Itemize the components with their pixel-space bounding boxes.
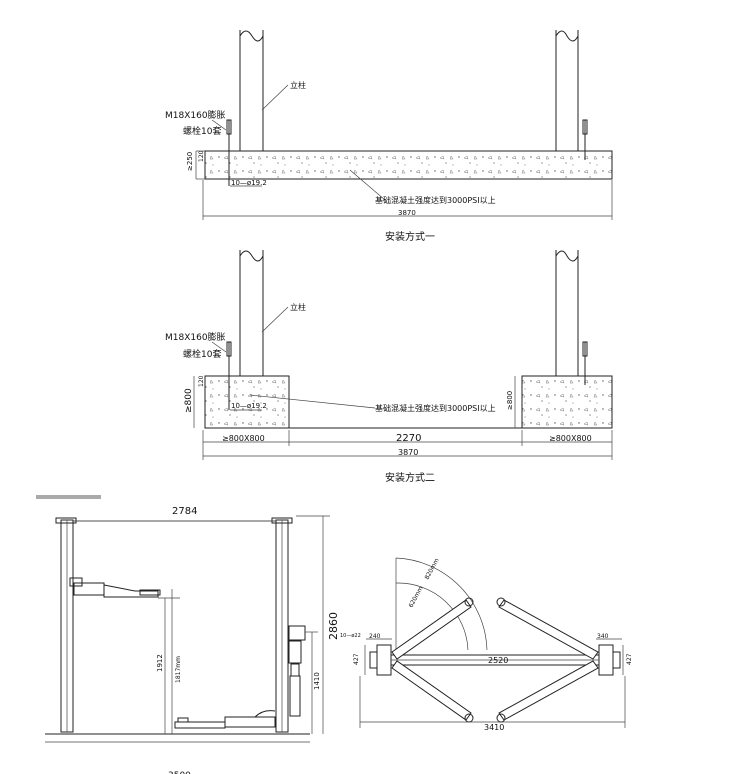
section-divider [36, 495, 101, 499]
front-dim-1912: 1912 [156, 654, 164, 672]
m2-dim-hole: 10—ø19.2 [231, 402, 267, 410]
top-dim-2520: 2520 [488, 656, 508, 665]
m2-bolt-label-1: M18X160膨胀 [165, 331, 226, 343]
m2-dim-small: 120 [198, 375, 205, 387]
m2-dim-depth-right: ≥800 [506, 391, 514, 410]
top-dim-427-right: 427 [626, 653, 633, 665]
left-anchor-bolt-2 [226, 341, 232, 410]
m2-dim-mid: 2270 [396, 433, 421, 444]
top-dim-340: 340 [597, 633, 609, 640]
front-dim-height: 2860 [327, 612, 340, 640]
front-dim-bottom: 3500 [168, 771, 191, 774]
m2-column-label: 立柱 [290, 302, 306, 312]
concrete-slab [204, 150, 613, 180]
top-dim-427-left: 427 [353, 653, 360, 665]
front-dim-1410: 1410 [313, 672, 321, 690]
top-dim-10: 10—ø22 [340, 633, 361, 639]
front-lower-arm [174, 710, 276, 729]
left-concrete-pad [204, 375, 290, 429]
m2-dim-total: 3870 [398, 448, 418, 457]
right-concrete-pad [521, 375, 613, 429]
left-anchor-bolt [226, 119, 232, 186]
m1-dim-small: 120 [198, 150, 205, 162]
m2-concrete-label: 基础混凝土强度达到3000PSI以上 [375, 403, 496, 413]
method-2-drawing [193, 250, 613, 460]
top-dim-240: 240 [369, 633, 381, 640]
top-arm-upper-left [391, 597, 474, 660]
right-column [555, 30, 579, 151]
m1-dim-hole: 10—ø19.2 [231, 179, 267, 187]
m1-dim-depth: ≥250 [186, 152, 194, 171]
m2-dim-pad-left: ≥800X800 [222, 434, 265, 443]
m2-bolt-label-2: 螺栓10套 [183, 348, 221, 360]
m2-dim-depth-left: ≥800 [184, 388, 194, 413]
front-dim-width: 2784 [172, 506, 197, 517]
m2-dim-pad-right: ≥800X800 [549, 434, 592, 443]
m1-title: 安装方式一 [385, 230, 435, 243]
top-view-drawing [359, 557, 626, 728]
right-anchor-bolt-2 [582, 341, 588, 385]
top-left-post [376, 644, 392, 676]
left-column [239, 30, 264, 151]
top-arm-lower-left [391, 660, 474, 723]
top-dim-3410: 3410 [484, 723, 504, 732]
top-arm-lower-right [496, 660, 599, 723]
left-column-2 [239, 250, 264, 376]
m1-dim-total: 3870 [398, 209, 416, 217]
front-power-unit [288, 625, 306, 717]
m1-bolt-label-2: 螺栓10套 [183, 125, 221, 137]
right-column-2 [555, 250, 579, 376]
right-anchor-bolt [582, 119, 588, 160]
front-dim-1817: 1817mm [175, 656, 182, 683]
m1-column-label: 立柱 [290, 80, 306, 90]
front-upper-arm [69, 577, 161, 598]
m2-title: 安装方式二 [385, 471, 435, 484]
m1-bolt-label-1: M18X160膨胀 [165, 109, 226, 121]
top-arm-upper-right [496, 597, 599, 660]
m1-concrete-label: 基础混凝土强度达到3000PSI以上 [375, 195, 496, 205]
front-view-drawing [45, 515, 330, 743]
method-1-drawing [195, 30, 613, 220]
top-right-post [598, 644, 614, 676]
top-dim-820: 820mm [424, 557, 441, 581]
top-dim-620: 620mm [408, 585, 425, 609]
